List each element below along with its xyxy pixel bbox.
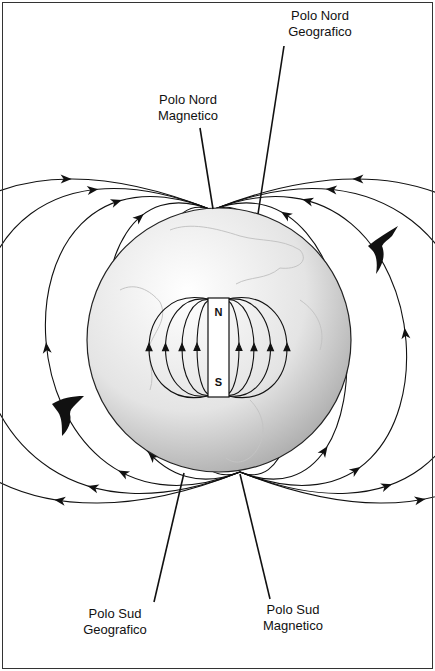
inner-arrowhead — [179, 344, 185, 351]
field-arrowhead — [401, 328, 410, 339]
inner-arrowhead — [236, 343, 242, 350]
continent-outlines — [120, 226, 322, 462]
field-arrowhead — [43, 342, 52, 353]
pole-label: Polo Nord Magnetico — [147, 92, 229, 124]
field-arrowhead — [281, 212, 293, 222]
magnet-pole-letter: N — [212, 306, 226, 318]
field-arrowhead — [110, 199, 122, 208]
frame — [3, 3, 433, 669]
field-arrowhead — [61, 175, 72, 184]
pole-label: Polo Nord Geografico — [278, 8, 362, 40]
field-arrowhead — [414, 496, 426, 505]
inner-arrowhead — [251, 344, 257, 351]
field-arrowhead — [318, 446, 328, 458]
field-arrowhead — [349, 467, 361, 477]
field-arrowhead — [352, 174, 363, 183]
inner-field-loops — [146, 298, 290, 398]
inner-arrowhead — [146, 344, 152, 351]
earth-globe — [87, 208, 351, 472]
inner-arrowhead — [284, 344, 290, 351]
magnet-pole-letter: S — [212, 376, 226, 388]
field-arrowhead — [326, 186, 337, 195]
field-arrowhead — [380, 484, 392, 493]
pole-label: Polo Sud Geografico — [71, 606, 159, 638]
bird-silhouettes — [52, 226, 398, 436]
field-arrowhead — [302, 198, 314, 207]
field-arrowhead — [88, 485, 100, 494]
bar-magnet — [208, 298, 229, 397]
field-arrowhead — [87, 186, 98, 195]
leader-lines — [154, 46, 284, 602]
field-arrowhead — [132, 214, 143, 225]
field-arrowhead — [118, 471, 130, 480]
inner-arrowhead — [267, 344, 273, 351]
inner-arrowhead — [194, 343, 200, 350]
field-arrowhead — [54, 497, 66, 506]
field-lines — [0, 174, 435, 505]
inner-arrowhead — [163, 344, 169, 351]
pole-label: Polo Sud Magnetico — [251, 602, 335, 634]
